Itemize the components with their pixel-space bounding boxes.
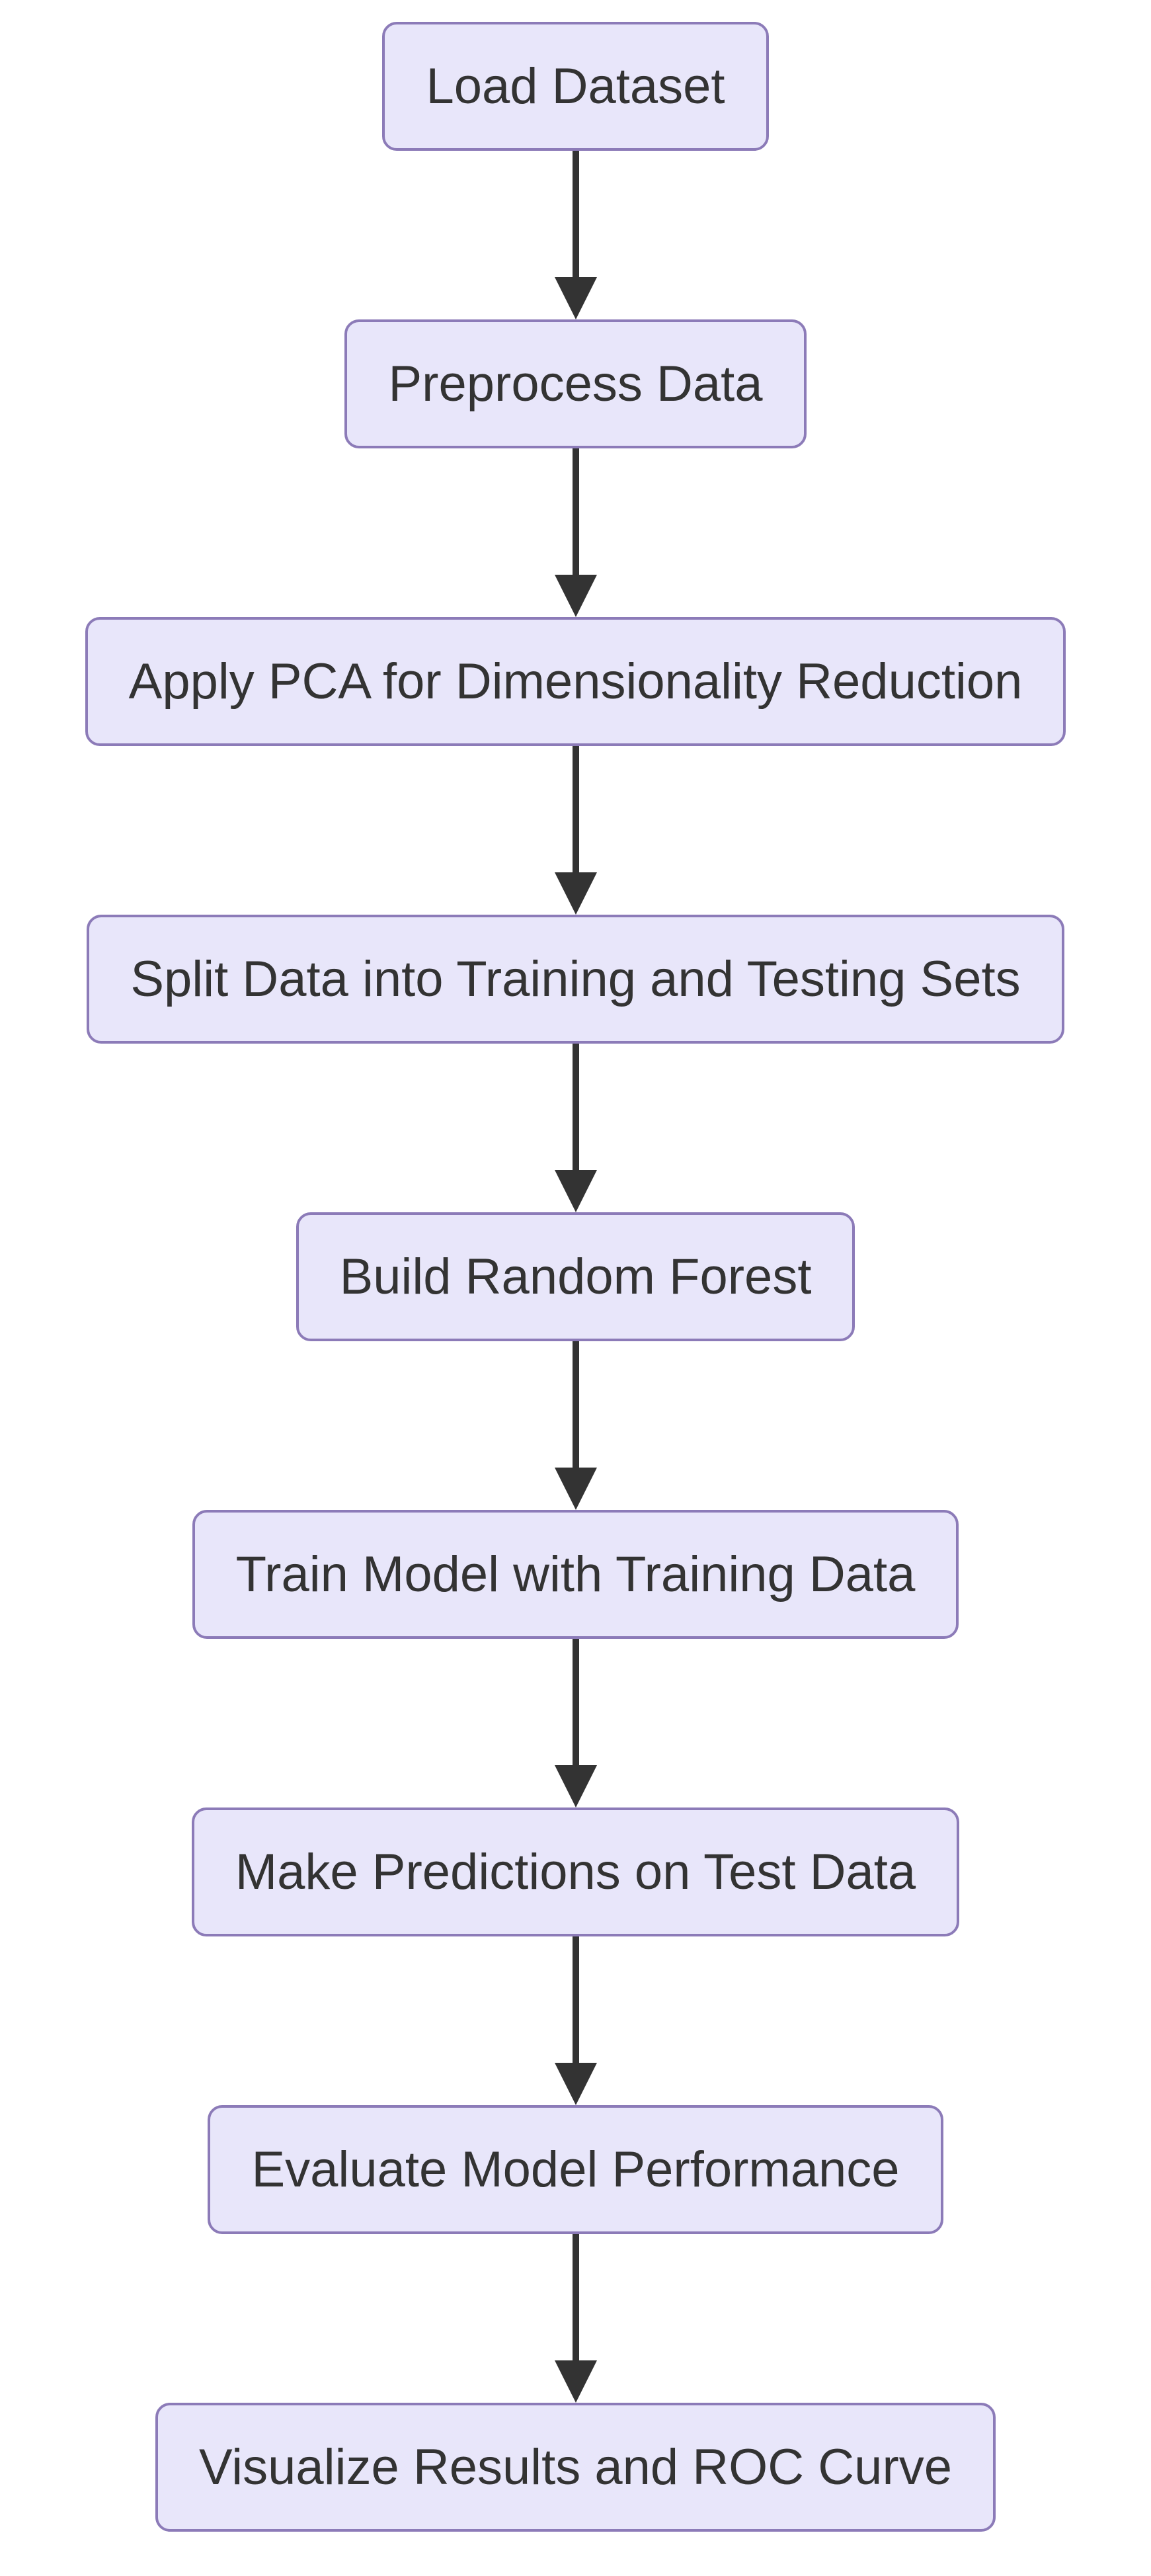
flow-edge bbox=[554, 746, 597, 915]
flow-node-train-model: Train Model with Training Data bbox=[192, 1510, 959, 1639]
edge-line bbox=[572, 151, 579, 277]
flow-edge bbox=[554, 151, 597, 319]
flow-node-visualize-results: Visualize Results and ROC Curve bbox=[155, 2403, 996, 2532]
arrowhead-down-icon bbox=[554, 1468, 597, 1510]
flow-node-label: Build Random Forest bbox=[339, 1248, 812, 1305]
arrowhead-down-icon bbox=[554, 872, 597, 915]
arrowhead-down-icon bbox=[554, 2063, 597, 2105]
edge-line bbox=[572, 1044, 579, 1170]
flow-node-apply-pca: Apply PCA for Dimensionality Reduction bbox=[85, 617, 1066, 746]
edge-line bbox=[572, 1936, 579, 2063]
flow-node-label: Split Data into Training and Testing Set… bbox=[130, 950, 1021, 1007]
arrowhead-down-icon bbox=[554, 1765, 597, 1807]
edge-line bbox=[572, 1341, 579, 1468]
flow-node-build-random-forest: Build Random Forest bbox=[296, 1212, 855, 1341]
flow-node-preprocess-data: Preprocess Data bbox=[344, 319, 807, 448]
flow-edge bbox=[554, 1044, 597, 1212]
arrowhead-down-icon bbox=[554, 2360, 597, 2403]
flow-node-label: Preprocess Data bbox=[388, 355, 763, 412]
flow-node-evaluate-model: Evaluate Model Performance bbox=[208, 2105, 943, 2234]
flow-edge bbox=[554, 2234, 597, 2403]
flow-node-label: Visualize Results and ROC Curve bbox=[198, 2438, 953, 2495]
arrowhead-down-icon bbox=[554, 575, 597, 617]
flow-node-split-data: Split Data into Training and Testing Set… bbox=[87, 915, 1064, 1044]
flow-node-label: Evaluate Model Performance bbox=[251, 2141, 900, 2198]
edge-line bbox=[572, 746, 579, 872]
flow-node-label: Make Predictions on Test Data bbox=[235, 1843, 916, 1900]
edge-line bbox=[572, 2234, 579, 2360]
flow-edge bbox=[554, 1639, 597, 1807]
flow-node-label: Apply PCA for Dimensionality Reduction bbox=[128, 653, 1023, 710]
flow-edge bbox=[554, 448, 597, 617]
flow-edge bbox=[554, 1341, 597, 1510]
flow-node-make-predictions: Make Predictions on Test Data bbox=[191, 1807, 960, 1936]
arrowhead-down-icon bbox=[554, 277, 597, 319]
edge-line bbox=[572, 448, 579, 575]
flow-node-label: Load Dataset bbox=[426, 58, 725, 114]
arrowhead-down-icon bbox=[554, 1170, 597, 1212]
flow-node-load-dataset: Load Dataset bbox=[382, 22, 769, 151]
edge-line bbox=[572, 1639, 579, 1765]
flow-edge bbox=[554, 1936, 597, 2105]
flow-node-label: Train Model with Training Data bbox=[235, 1546, 916, 1602]
